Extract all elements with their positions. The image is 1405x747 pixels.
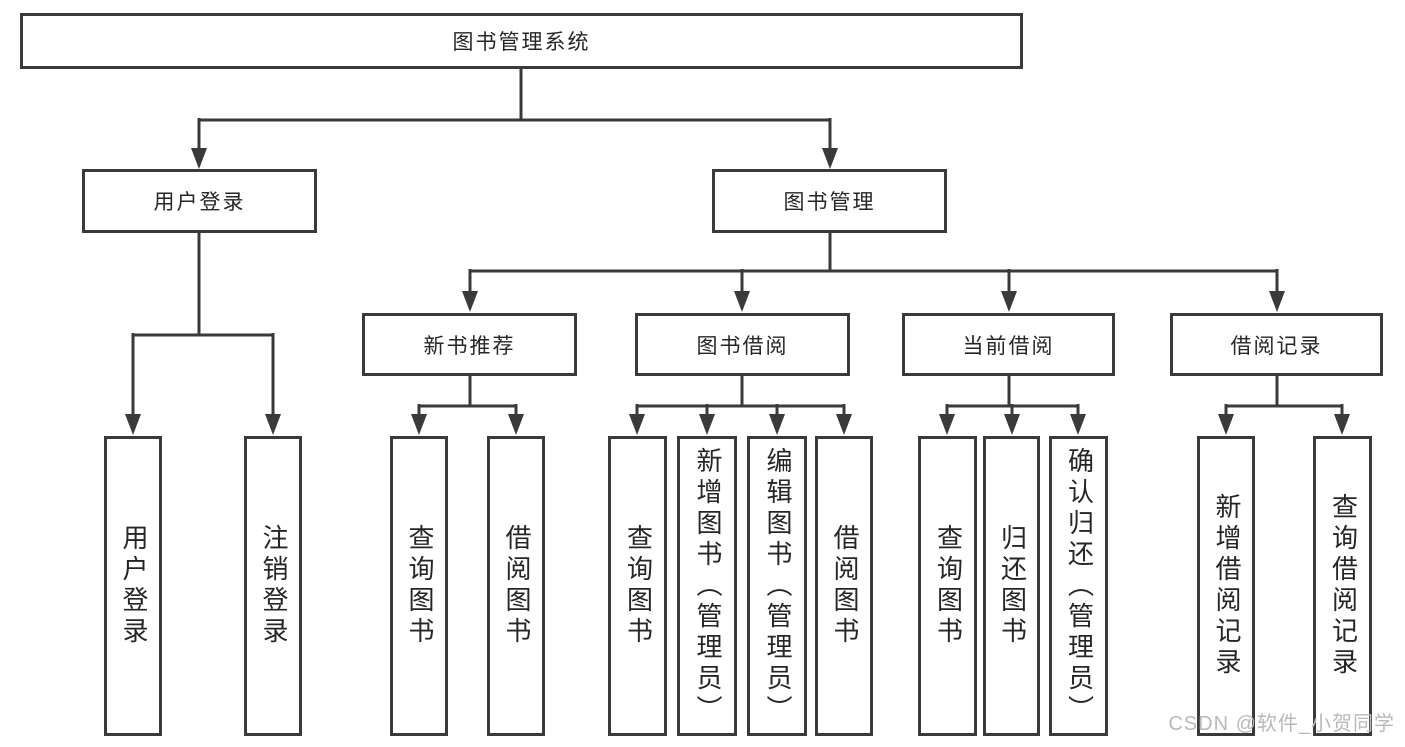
leaf-label: 查询图书 — [404, 524, 435, 648]
leaf-borrow-books: 借阅图书 — [815, 436, 873, 736]
node-current-borrow: 当前借阅 — [902, 313, 1115, 376]
node-label: 借阅记录 — [1230, 334, 1323, 358]
node-new-book-recommend: 新书推荐 — [362, 313, 577, 376]
leaf-add-books-admin: 新增图书（管理员） — [677, 436, 737, 736]
leaf-logout: 注销登录 — [244, 436, 302, 736]
node-label: 图书管理系统 — [452, 31, 591, 54]
csdn-watermark: CSDN @软件_小贺同学 — [1168, 713, 1395, 735]
leaf-query-books-borrow: 查询图书 — [608, 436, 667, 736]
leaf-label: 借阅图书 — [829, 524, 860, 648]
node-label: 图书管理 — [783, 191, 876, 214]
leaf-label: 新增借阅记录 — [1211, 493, 1242, 679]
connector-arrowheads — [125, 148, 1350, 435]
node-borrow-records: 借阅记录 — [1170, 313, 1383, 376]
leaf-label: 注销登录 — [258, 524, 289, 648]
node-label: 图书借阅 — [696, 334, 789, 358]
leaf-label: 借阅图书 — [501, 524, 532, 648]
leaf-label: 查询图书 — [623, 524, 654, 648]
leaf-query-books-current: 查询图书 — [918, 436, 977, 736]
leaf-label: 归还图书 — [997, 524, 1028, 648]
leaf-label: 编辑图书（管理员） — [762, 446, 793, 726]
node-label: 用户登录 — [153, 191, 246, 214]
leaf-label: 用户登录 — [118, 524, 149, 648]
node-library-management-system: 图书管理系统 — [20, 13, 1023, 69]
node-user-login: 用户登录 — [82, 169, 317, 233]
leaf-edit-books-admin: 编辑图书（管理员） — [747, 436, 807, 736]
leaf-add-borrow-record: 新增借阅记录 — [1197, 436, 1255, 736]
node-label: 新书推荐 — [423, 334, 516, 358]
leaf-query-borrow-record: 查询借阅记录 — [1313, 436, 1372, 736]
node-book-borrow: 图书借阅 — [635, 313, 850, 376]
leaf-user-login: 用户登录 — [104, 436, 162, 736]
leaf-confirm-return-admin: 确认归还（管理员） — [1049, 436, 1108, 736]
leaf-label: 新增图书（管理员） — [692, 446, 723, 726]
node-book-management: 图书管理 — [712, 169, 947, 233]
leaf-borrow-books-recommend: 借阅图书 — [487, 436, 545, 736]
leaf-label: 查询图书 — [933, 524, 964, 648]
node-label: 当前借阅 — [962, 334, 1055, 358]
leaf-label: 确认归还（管理员） — [1064, 446, 1095, 726]
leaf-query-books-recommend: 查询图书 — [390, 436, 448, 736]
leaf-label: 查询借阅记录 — [1328, 493, 1359, 679]
leaf-return-books: 归还图书 — [983, 436, 1040, 736]
